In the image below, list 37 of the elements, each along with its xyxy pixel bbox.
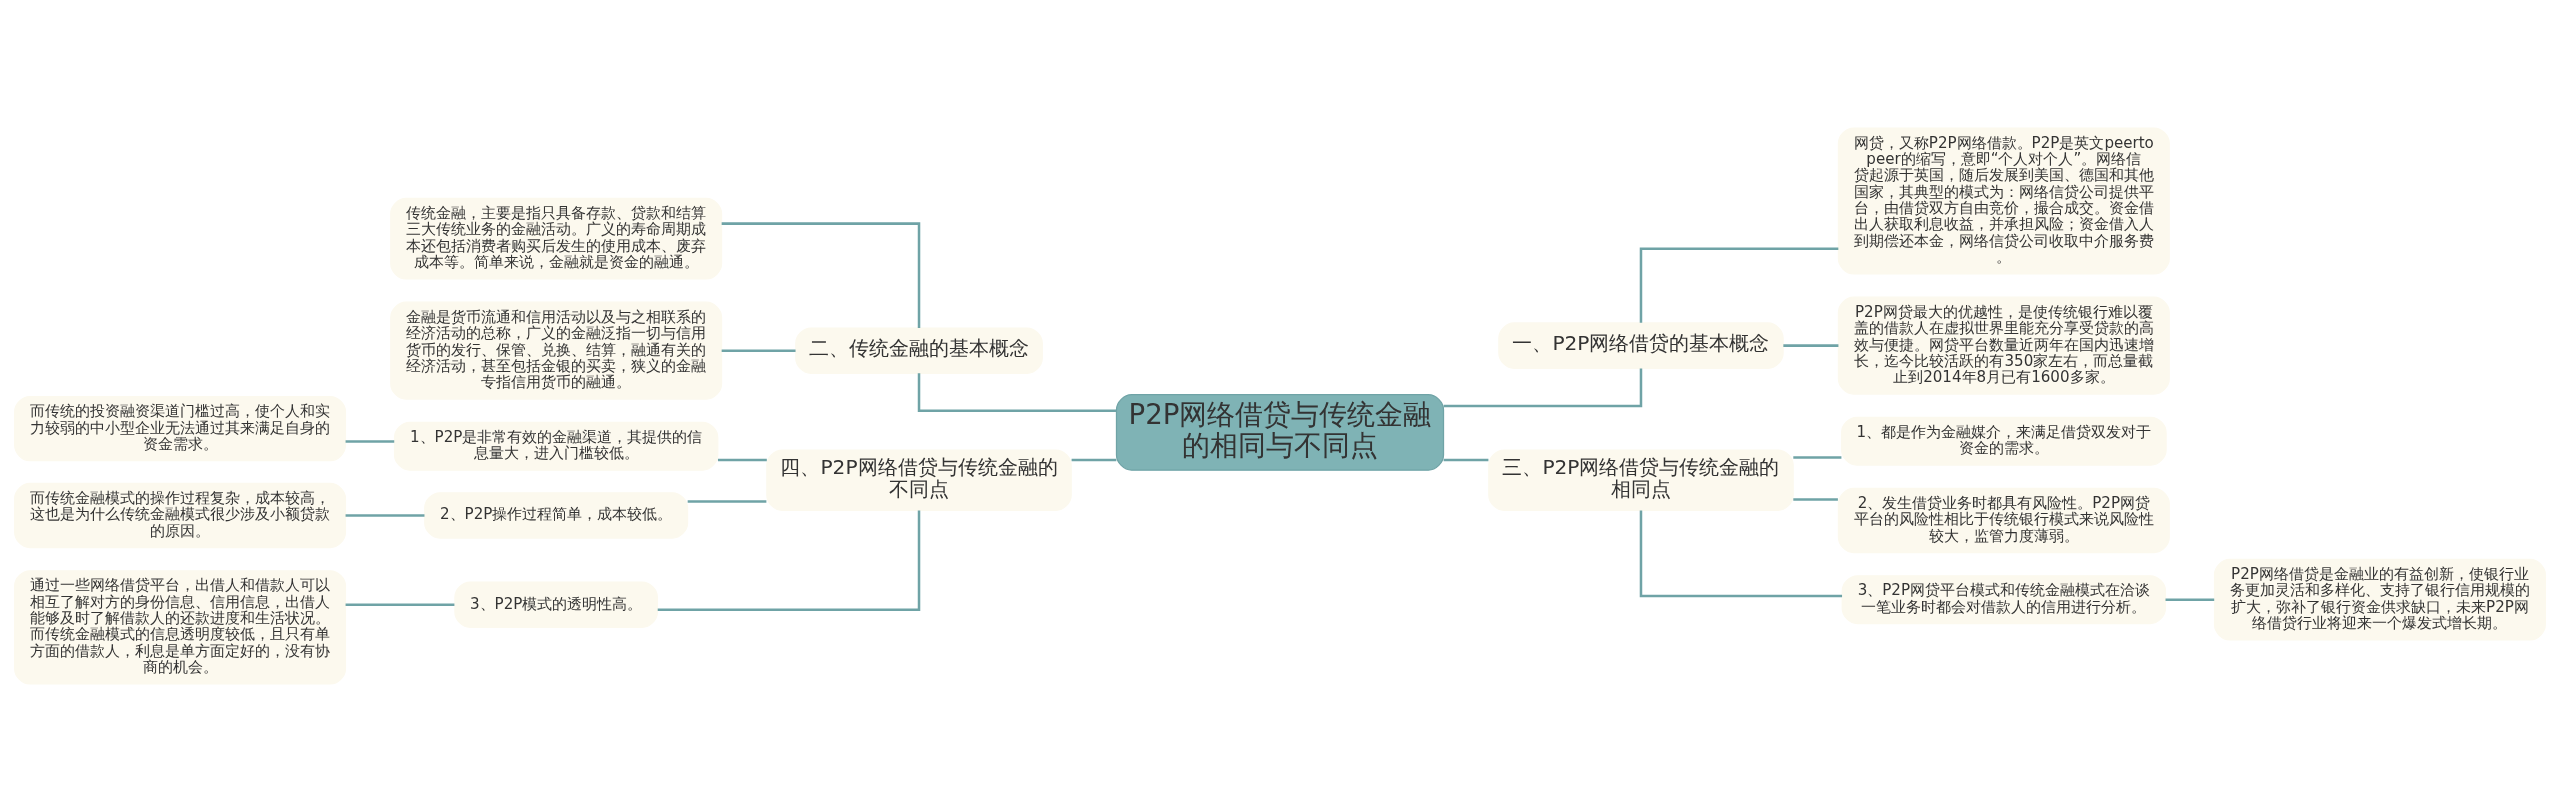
connector — [687, 500, 767, 503]
node-box: 1、P2P是非常有效的金融渠道，其提供的信息量大，进入门槛较低。 — [393, 421, 719, 471]
connector — [717, 458, 767, 462]
node-box: 二、传统金融的基本概念 — [795, 327, 1043, 374]
node-box: 四、P2P网络借贷与传统金融的不同点 — [766, 449, 1072, 512]
node-box: P2P网络借贷是金融业的有益创新，使银行业务更加灵活和多样化、支持了银行信用规模的扩大，弥补了银行资金供求缺口，未来P2P网络借贷行业将迎来一个爆发式增长期。 — [2213, 558, 2546, 641]
node-box: 3、P2P模式的透明性高。 — [454, 581, 659, 628]
connector — [2165, 598, 2215, 601]
node-box: 而传统金融模式的操作过程复杂，成本较高，这也是为什么传统金融模式很少涉及小额贷款的原因。 — [14, 482, 347, 549]
connector — [1443, 368, 1643, 408]
node-box: 传统金融，主要是指只具备存款、贷款和结算三大传统业务的金融活动。广义的寿命周期成本还包括消费者购买后发生的使用成本、废弃成本等。简单来说，金融就是资金的融通。 — [390, 197, 723, 280]
connector — [1071, 458, 1117, 462]
connector — [917, 373, 1117, 412]
connector — [345, 514, 425, 517]
node-box: 三、P2P网络借贷与传统金融的相同点 — [1488, 449, 1794, 512]
node-box: P2P网络借贷与传统金融的相同与不同点 — [1115, 394, 1445, 471]
node-box: 3、P2P网贷平台模式和传统金融模式在洽谈一笔业务时都会对借款人的信用进行分析。 — [1841, 575, 2167, 625]
connector — [1639, 247, 1839, 323]
node-box: 网贷，又称P2P网络借款。P2P是英文peertopeer的缩写，意即“个人对个人”。网络信贷起源于英国，随后发展到美国、德国和其他国家，其典型的模式为：网络信贷公司提供平台，由借贷双方自由竞价，撮合成交。资金借出人获取利息收益，并承担风险；资金借入人到期偿还本金，网络信贷公司收取中介服务费。 — [1837, 127, 2170, 275]
connector — [345, 440, 395, 443]
connector — [1783, 344, 1839, 347]
connector — [1793, 498, 1838, 501]
node-box: 2、发生借贷业务时都具有风险性。P2P网贷平台的风险性相比于传统银行模式来说风险性较大，监管力度薄弱。 — [1837, 487, 2170, 554]
node-box: 金融是货币流通和信用活动以及与之相联系的经济活动的总称，广义的金融泛指一切与信用货币的发行、保管、兑换、结算，融通有关的经济活动，甚至包括金银的买卖，狭义的金融专指信用货币的融通。 — [390, 301, 723, 400]
node-box: 一、P2P网络借贷的基本概念 — [1498, 322, 1784, 369]
connector — [345, 603, 455, 606]
node-box: 1、都是作为金融媒介，来满足借贷双发对于资金的需求。 — [1840, 416, 2167, 466]
connector — [1443, 458, 1489, 462]
node-box: 而传统的投资融资渠道门槛过高，使个人和实力较弱的中小型企业无法通过其来满足自身的资金需求。 — [14, 395, 347, 462]
connector — [721, 349, 796, 352]
connector — [657, 510, 921, 611]
connector — [721, 222, 921, 328]
node-box: 2、P2P操作过程简单，成本较低。 — [424, 492, 689, 539]
connector — [1793, 456, 1842, 459]
node-box: 通过一些网络借贷平台，出借人和借款人可以相互了解对方的身份信息、信用信息，出借人能够及时了解借款人的还款进度和生活状况。而传统金融模式的信息透明度较低，且只有单方面的借款人，利息是单方面定好的，没有协商的机会。 — [14, 570, 347, 685]
connector — [1639, 510, 1843, 598]
node-box: P2P网贷最大的优越性，是使传统银行难以覆盖的借款人在虚拟世界里能充分享受贷款的高效与便捷。网贷平台数量近两年在国内迅速增长，迄今比较活跃的有350家左右，而总量截止到2014年8月已有1600多家。 — [1837, 296, 2170, 395]
